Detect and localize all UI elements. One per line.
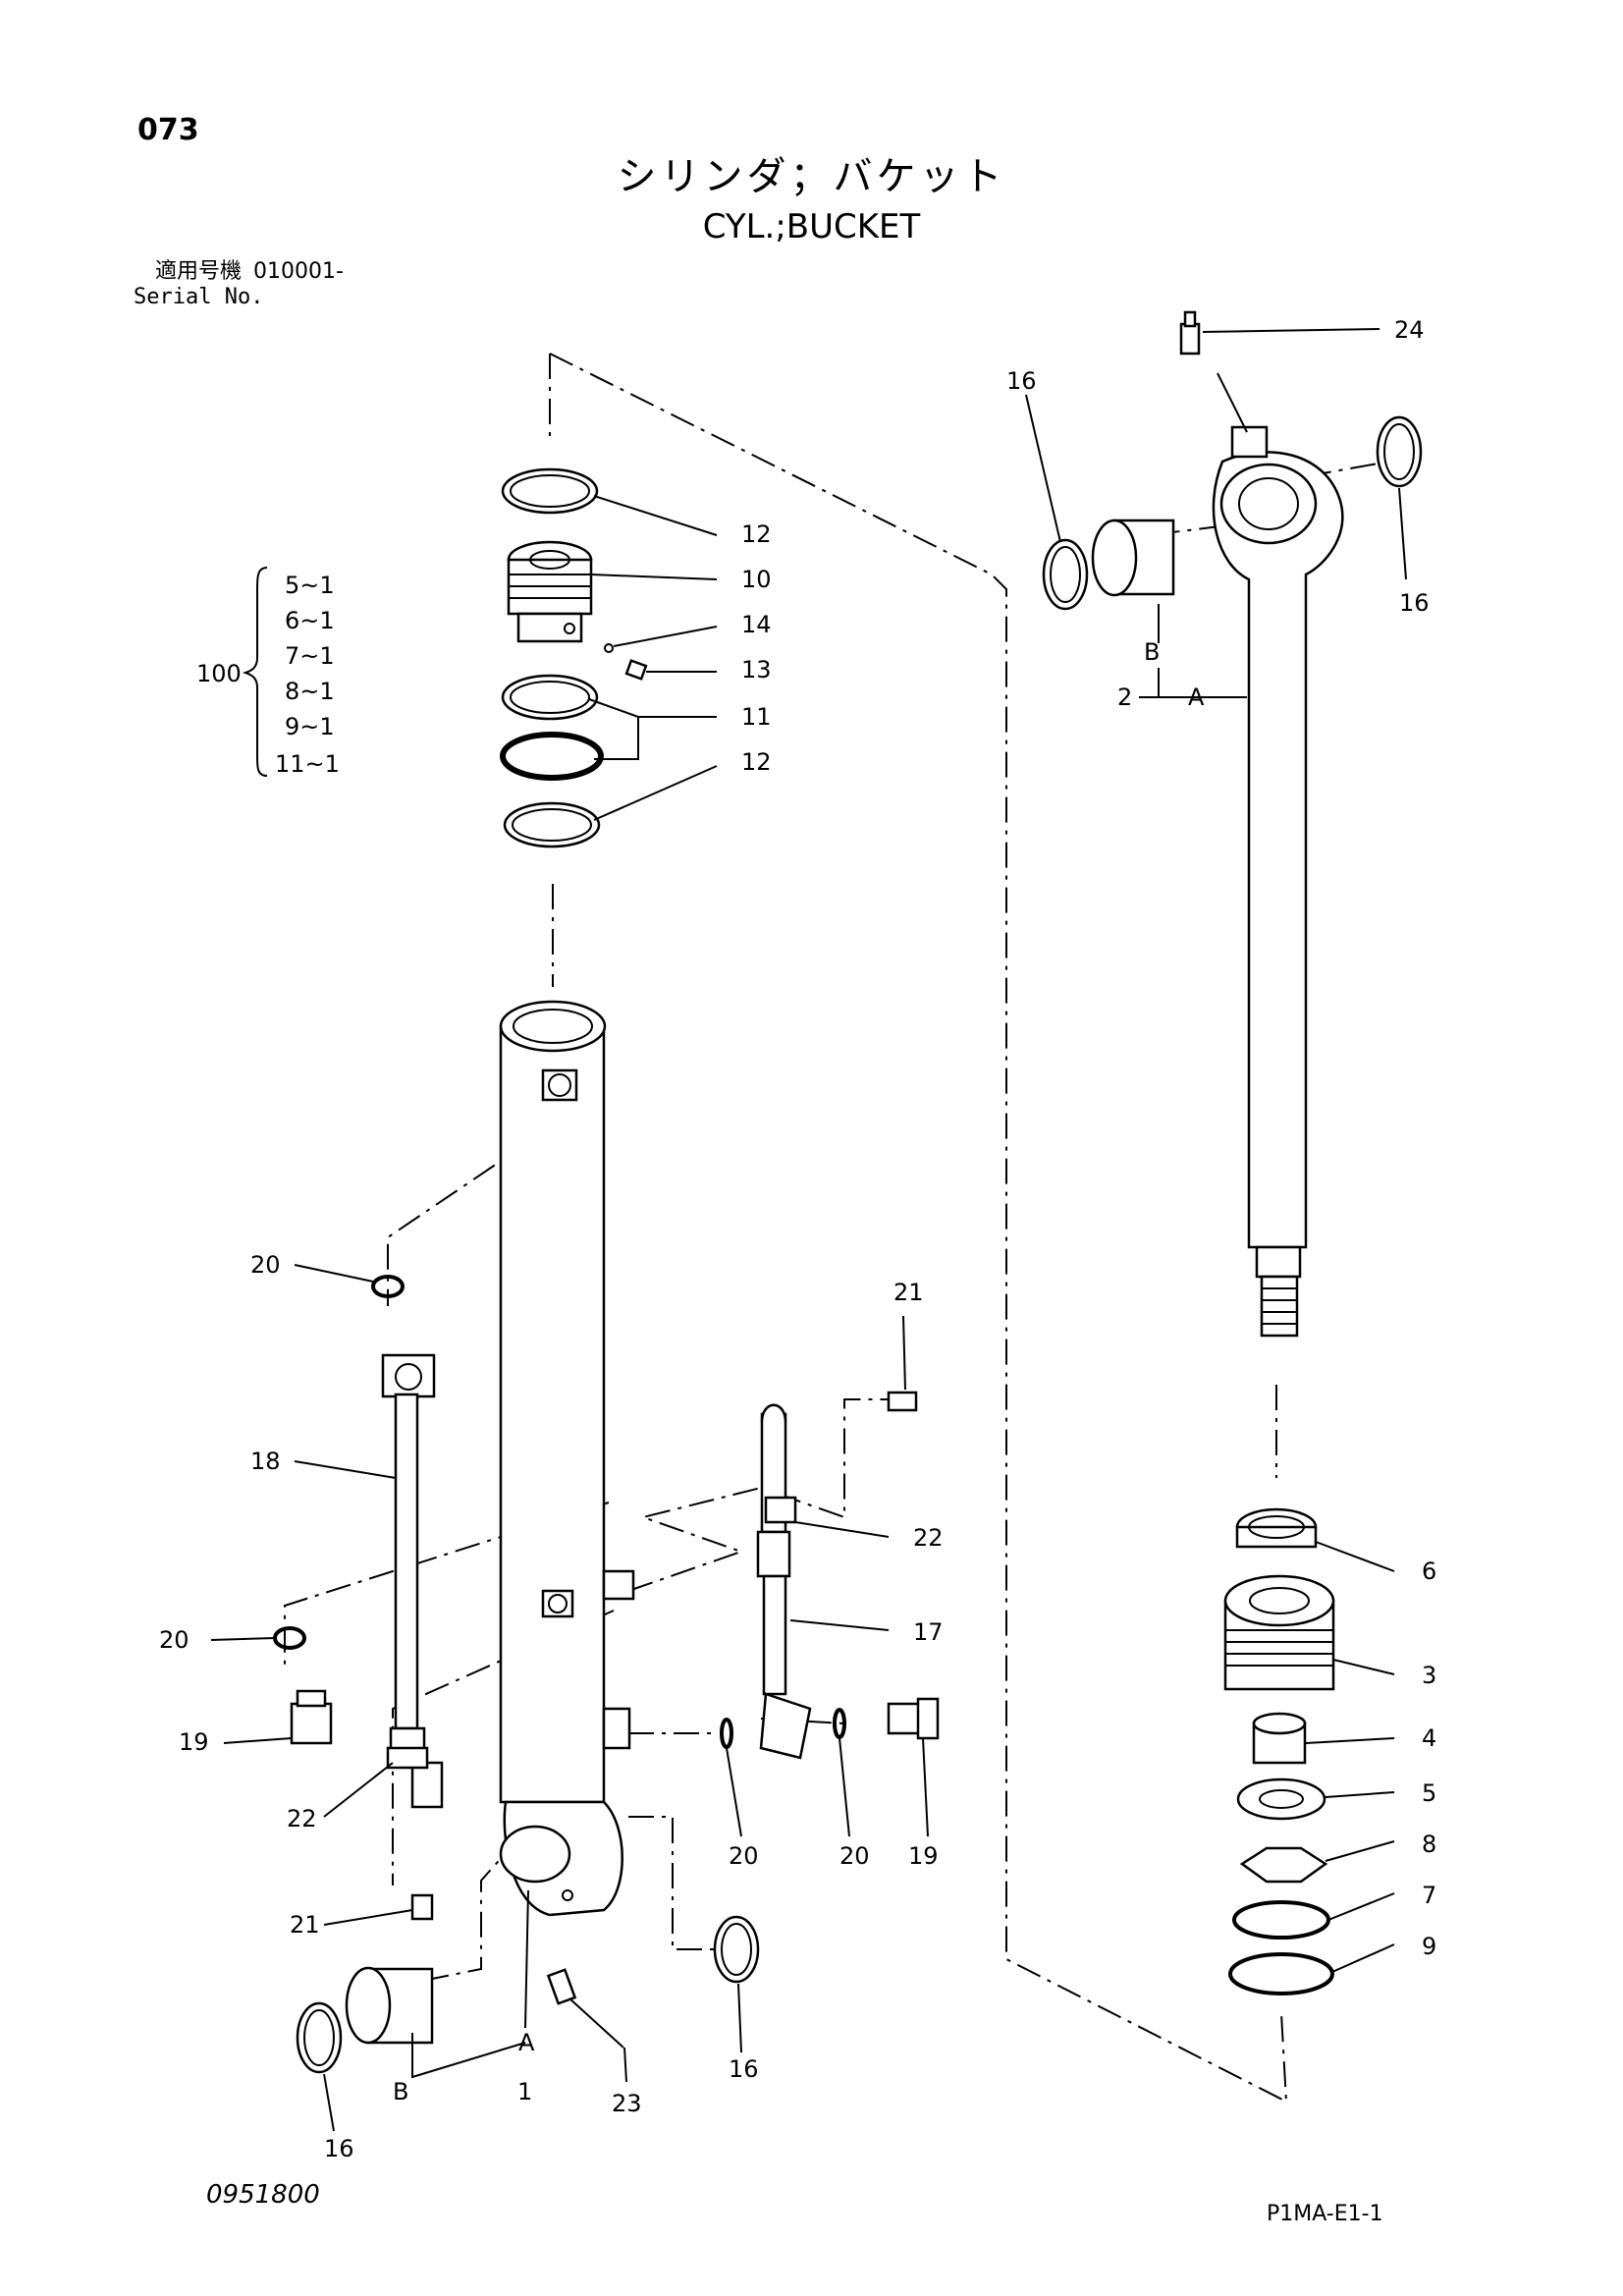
callout-13: 13 [741,656,772,683]
kit-item-8: 8~1 [285,678,335,705]
page-number: 073 [137,113,199,147]
assembly-guide-lines [284,353,1390,2104]
part-9-o-ring [1228,1952,1334,1995]
part-2-piston-rod [1212,425,1344,1338]
part-3-piston [1223,1574,1335,1691]
callout-14: 14 [741,611,772,638]
part-16-tube-bushing-and-seals [296,1915,760,2074]
callout-7: 7 [1422,1882,1436,1909]
part-4-nut [1252,1712,1307,1765]
callout-6: 6 [1422,1558,1436,1585]
callout-20-upper: 20 [250,1251,281,1279]
part-7-o-ring [1232,1900,1330,1940]
callout-1: 1 [517,2078,532,2105]
callout-19-left: 19 [179,1728,209,1756]
kit-item-11: 11~1 [275,750,340,778]
part-13-set-screw [624,659,648,681]
callout-22-right: 22 [913,1524,944,1552]
callout-1-A: A [518,2029,535,2056]
callout-16-rod-right: 16 [1399,589,1430,617]
part-8-wear-ring [1239,1846,1328,1884]
callout-24: 24 [1394,316,1425,344]
callout-20-mid-right: 20 [839,1842,870,1870]
callout-4: 4 [1422,1724,1436,1752]
part-11-seals [500,674,604,781]
callout-20-left: 20 [159,1626,189,1654]
callout-23: 23 [612,2090,642,2117]
part-6-wiper [1235,1507,1318,1549]
callout-16-tube-right: 16 [729,2055,759,2083]
page-code: P1MA-E1-1 [1267,2202,1383,2226]
callout-2-B: B [1144,638,1160,666]
callout-18: 18 [250,1448,281,1475]
title-english: CYL.;BUCKET [702,207,921,246]
part-19-plugs [290,1689,940,1745]
callout-19-right: 19 [908,1842,939,1870]
callout-10: 10 [741,566,772,593]
callout-21-bottom: 21 [290,1911,320,1939]
callout-1-B: B [393,2078,408,2105]
callout-2-A: A [1188,683,1205,711]
part-18-pipe [381,1353,444,1809]
part-24-grease-fitting [1179,310,1201,355]
callout-9: 9 [1422,1933,1436,1960]
part-5-seal [1236,1777,1326,1821]
part-10-rod-cover [507,540,593,643]
kit-number-label: 100 [196,660,242,687]
callout-2: 2 [1117,683,1132,711]
kit-100-bracket: 100 5~1 6~1 7~1 8~1 9~1 11~1 [196,567,340,778]
kit-item-7: 7~1 [285,642,335,670]
part-21-bolts [410,1391,918,1921]
serial-value: 010001- [253,259,344,284]
callout-16-rod-left: 16 [1006,367,1037,395]
callout-11: 11 [741,703,772,731]
leader-lines [210,328,1407,2132]
document-number: 0951800 [206,2180,320,2210]
part-17-pipe [756,1403,812,1760]
part-16-rod-bushing-and-seals [1042,415,1423,611]
kit-item-9: 9~1 [285,713,335,740]
callout-22-left: 22 [287,1805,317,1832]
callout-12-top: 12 [741,520,772,548]
part-12-top-backup-ring [501,467,599,515]
callout-12-bottom: 12 [741,748,772,776]
serial-label-japanese: 適用号機 [155,259,243,284]
part-23-grease-fitting [546,1968,577,2005]
callout-16-tube-left: 16 [324,2135,354,2162]
title-japanese: シリンダ；バケット [617,154,1006,199]
callout-3: 3 [1422,1662,1436,1689]
part-12-bottom-backup-ring [503,801,601,848]
callout-8: 8 [1422,1831,1436,1858]
part-22-clamps [386,1496,797,1770]
part-14-steel-ball [604,643,614,653]
callout-21-top: 21 [893,1279,924,1306]
callout-17: 17 [913,1618,944,1646]
callout-5: 5 [1422,1779,1436,1807]
kit-item-6: 6~1 [285,607,335,634]
part-1-cylinder-tube [499,1000,635,1917]
kit-item-5: 5~1 [285,572,335,599]
callout-20-mid-left: 20 [729,1842,759,1870]
callout-labels: 24 16 16 12 10 14 13 11 12 B 2 A 20 21 1… [159,316,1436,2162]
serial-label-english: Serial No. [134,285,264,309]
